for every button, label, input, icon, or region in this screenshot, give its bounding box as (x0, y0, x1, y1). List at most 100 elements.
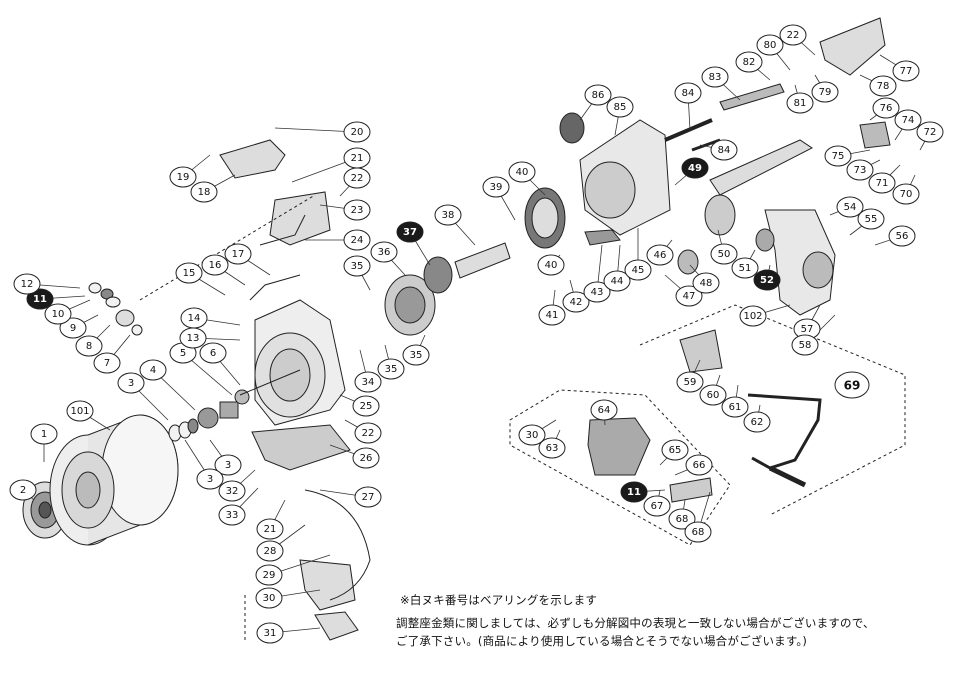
callout-bubble (603, 270, 631, 292)
adjust-note-line1: 調整座金類に関しましては、必ずしも分解図中の表現と一致しない場合がございますので… (396, 616, 875, 630)
callout-number: 79 (819, 87, 832, 98)
part-101-spool (49, 414, 179, 546)
handle-assembly (587, 329, 822, 503)
callout-bubble (30, 423, 58, 445)
callout-77: 77 (892, 60, 920, 82)
callout-33: 33 (218, 504, 246, 526)
callout-22: 22 (343, 167, 371, 189)
callout-bubble (661, 439, 689, 461)
callout-number: 40 (516, 167, 529, 178)
callout-number: 62 (751, 417, 764, 428)
callout-bubble (343, 167, 371, 189)
callout-number: 3 (225, 460, 231, 471)
callout-number: 59 (684, 377, 697, 388)
callout-16: 16 (201, 254, 229, 276)
callout-number: 74 (902, 115, 915, 126)
callout-46: 46 (646, 244, 674, 266)
callout-43: 43 (583, 281, 611, 303)
callout-23: 23 (343, 199, 371, 221)
bearing-callout-bubble (620, 481, 648, 503)
callout-3: 3 (117, 372, 145, 394)
callout-number: 17 (232, 249, 245, 260)
callout-17: 17 (224, 243, 252, 265)
callout-number: 65 (669, 445, 682, 456)
callout-bubble (857, 208, 885, 230)
callout-bubble (354, 371, 382, 393)
callout-bubble (255, 587, 283, 609)
callout-bubble (743, 411, 771, 433)
callout-bubble (562, 291, 590, 313)
callout-number: 34 (362, 377, 375, 388)
callout-12: 12 (13, 273, 41, 295)
callout-49: 49 (681, 157, 709, 179)
bearing-callout-bubble (26, 288, 54, 310)
callout-bubble (175, 262, 203, 284)
callout-bubble (370, 241, 398, 263)
callout-65: 65 (661, 439, 689, 461)
callout-number: 29 (263, 570, 276, 581)
callout-number: 80 (764, 40, 777, 51)
callout-bubble (75, 335, 103, 357)
callout-bubble (646, 244, 674, 266)
callout-number: 21 (264, 524, 277, 535)
callout-bubble (721, 396, 749, 418)
callout-number: 41 (546, 310, 559, 321)
callout-bubble (676, 371, 704, 393)
callout-number: 44 (611, 276, 624, 287)
callout-76: 76 (872, 97, 900, 119)
callout-bubble (685, 454, 713, 476)
callout-86: 86 (584, 84, 612, 106)
callout-number: 83 (709, 72, 722, 83)
callout-bubble (868, 172, 896, 194)
callout-number: 9 (70, 323, 76, 334)
callout-34: 34 (354, 371, 382, 393)
callout-38: 38 (434, 204, 462, 226)
callout-bubble (892, 60, 920, 82)
callout-bubble (190, 181, 218, 203)
callout-2: 2 (9, 479, 37, 501)
bearing-callout-bubble (396, 221, 424, 243)
callout-bubble (402, 344, 430, 366)
callout-30: 30 (518, 424, 546, 446)
callout-number: 81 (794, 98, 807, 109)
parts-artwork (22, 17, 906, 641)
callout-50: 50 (710, 243, 738, 265)
callout-14: 14 (180, 307, 208, 329)
callout-bubble (888, 225, 916, 247)
callout-bubble (684, 521, 712, 543)
callout-8: 8 (75, 335, 103, 357)
callout-82: 82 (735, 51, 763, 73)
callout-bubble (892, 183, 920, 205)
callout-15: 15 (175, 262, 203, 284)
callout-number: 8 (86, 341, 92, 352)
callout-bubble (756, 34, 784, 56)
callout-bubble (169, 166, 197, 188)
callout-bubble (692, 272, 720, 294)
callout-number: 43 (591, 287, 604, 298)
callout-number: 82 (743, 57, 756, 68)
callout-bubble (218, 480, 246, 502)
callout-54: 54 (836, 196, 864, 218)
callout-number: 60 (707, 390, 720, 401)
callout-number: 52 (760, 275, 774, 286)
callout-number: 42 (570, 297, 583, 308)
callout-number: 27 (362, 492, 375, 503)
bearing-note: ※白ヌキ番号はベアリングを示します (400, 593, 598, 607)
callout-bubble (482, 176, 510, 198)
callout-83: 83 (701, 66, 729, 88)
callout-number: 45 (632, 265, 645, 276)
callout-number: 18 (198, 187, 211, 198)
callout-35: 35 (402, 344, 430, 366)
callout-number: 5 (180, 348, 186, 359)
callout-26: 26 (352, 447, 380, 469)
callout-bubble (538, 437, 566, 459)
callout-bubble (255, 564, 283, 586)
callout-number: 22 (787, 30, 800, 41)
callout-number: 68 (676, 514, 689, 525)
callout-bubble (343, 199, 371, 221)
callout-number: 12 (21, 279, 34, 290)
callout-18: 18 (190, 181, 218, 203)
callout-39: 39 (482, 176, 510, 198)
callout-37: 37 (396, 221, 424, 243)
